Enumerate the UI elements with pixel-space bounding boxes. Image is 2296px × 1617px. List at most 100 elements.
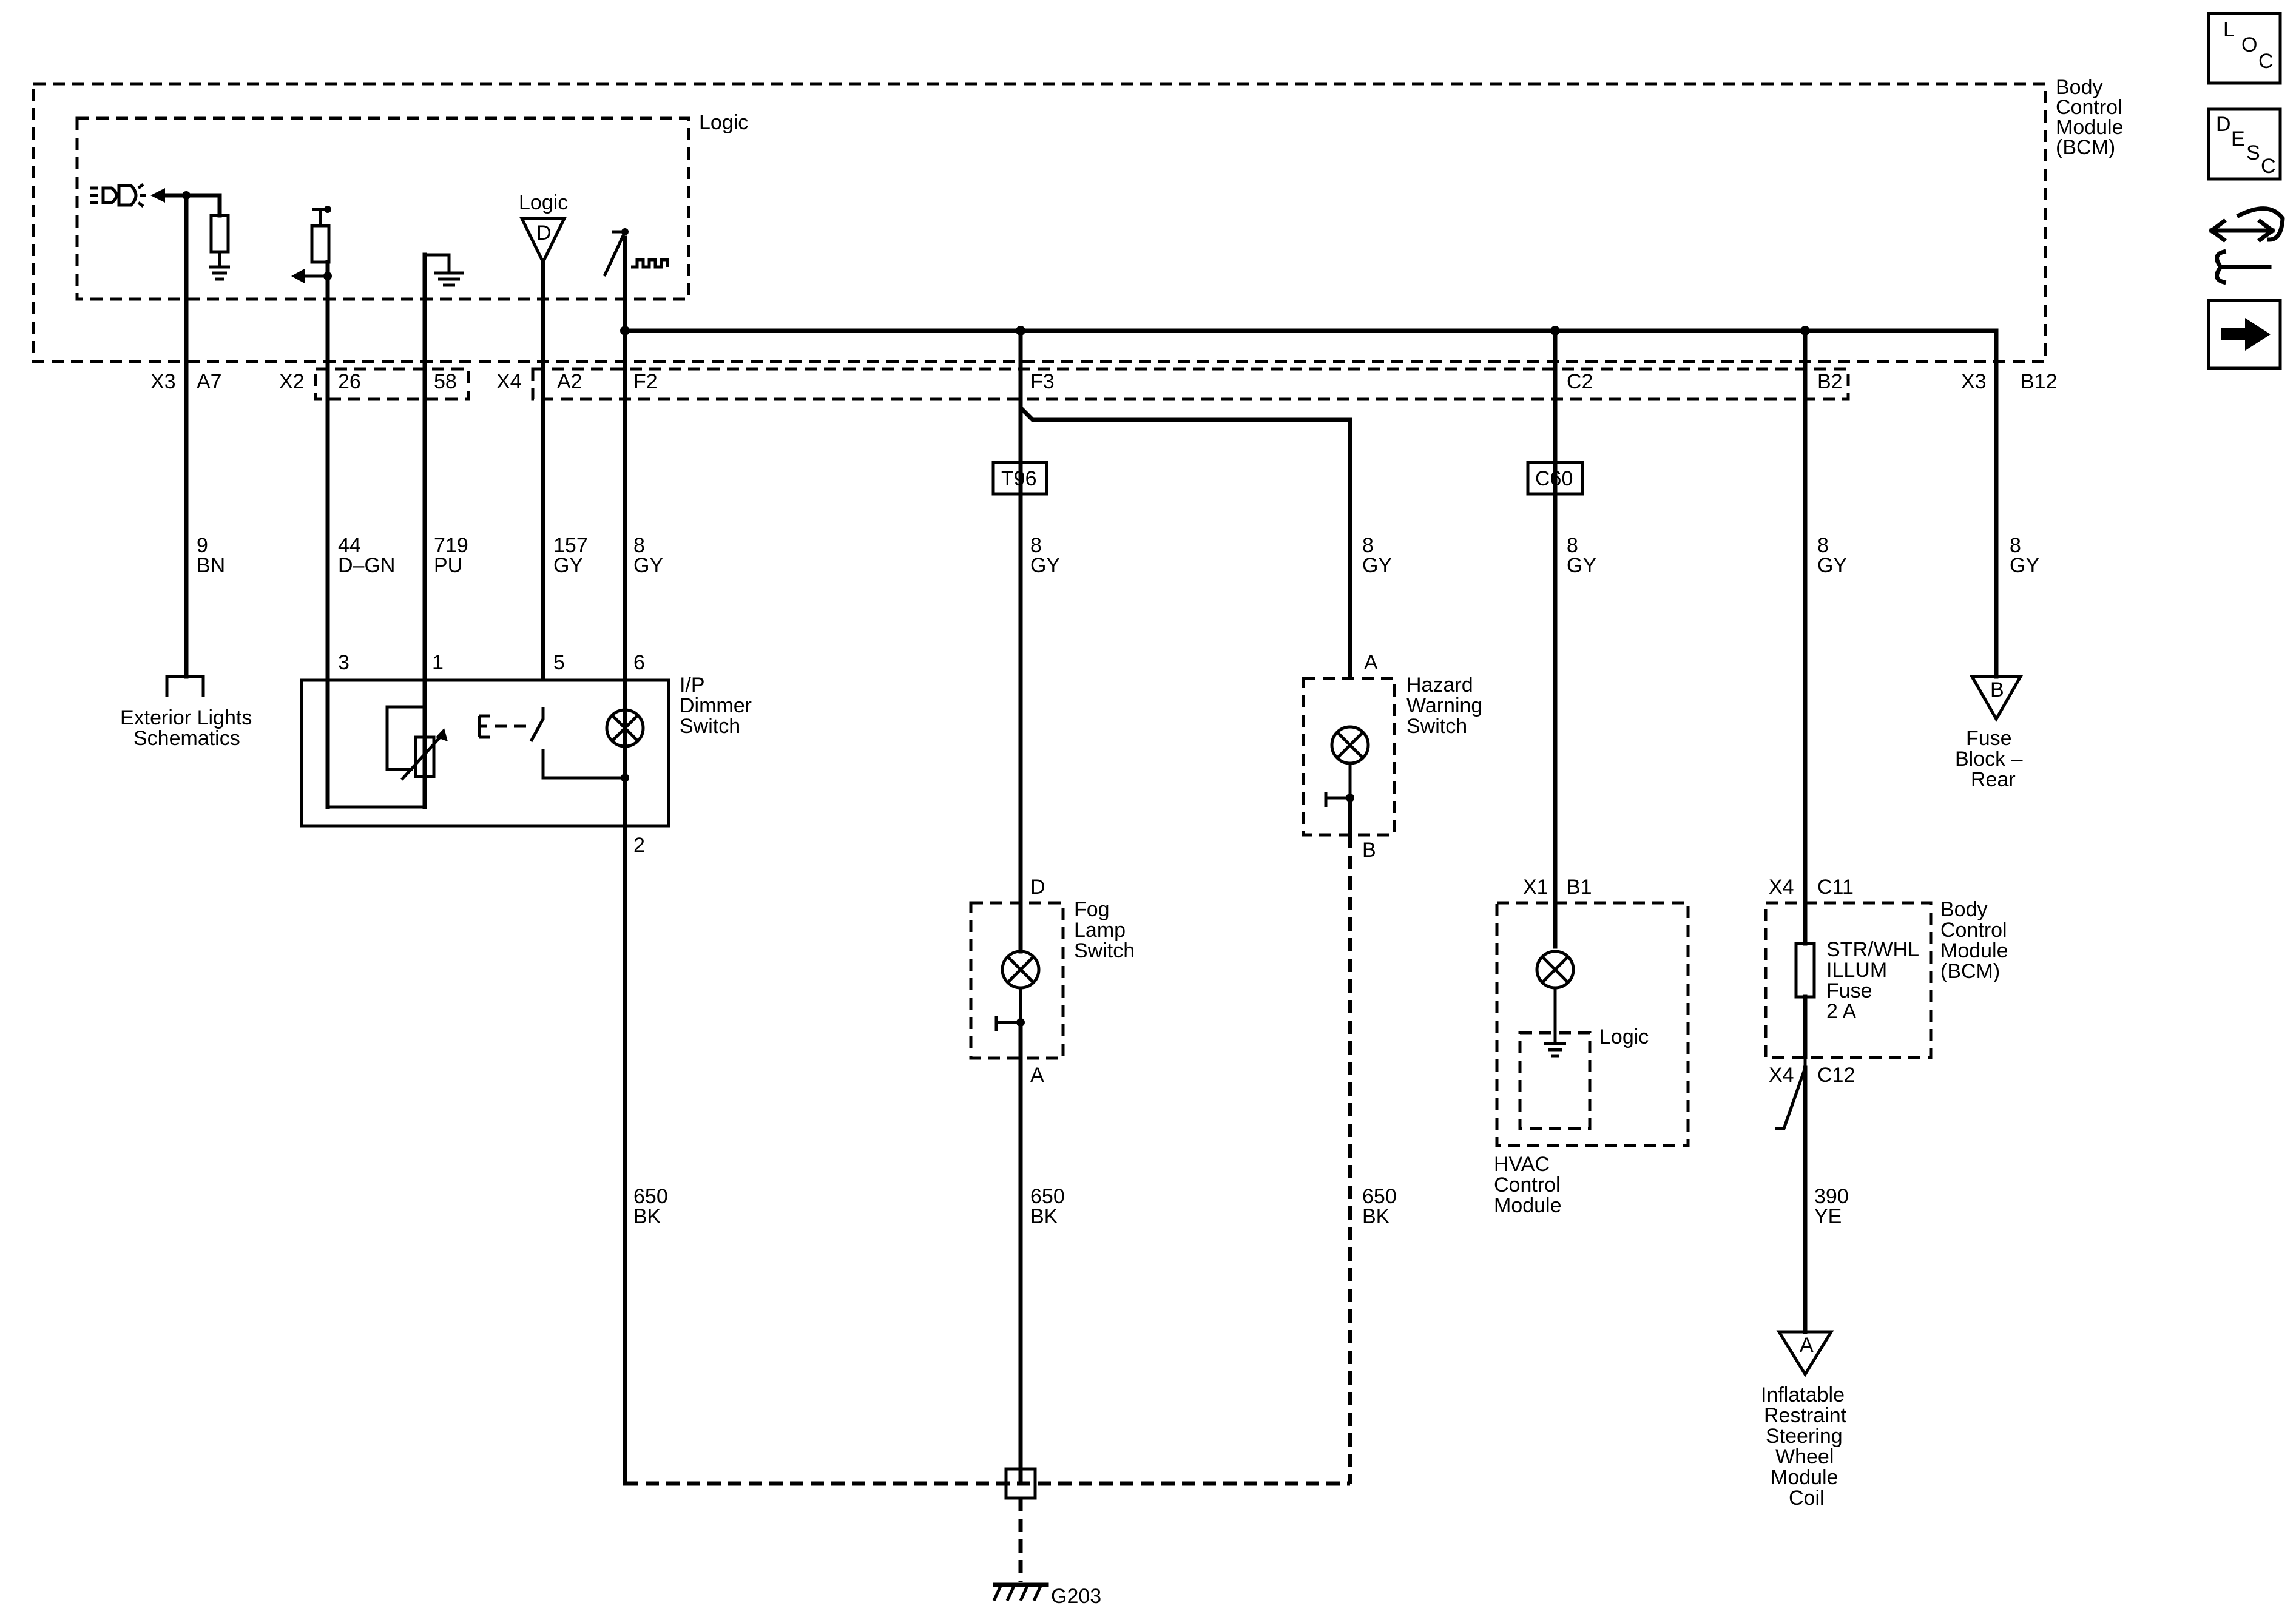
connector-x4-box <box>531 367 1850 401</box>
hvac-module-box <box>1495 901 1690 1147</box>
logic-d-label: Logic <box>519 191 568 214</box>
svg-text:Fuse: Fuse <box>1966 727 2012 750</box>
desc-letter-e: E <box>2231 127 2245 150</box>
ground-symbol <box>425 253 464 287</box>
svg-text:650: 650 <box>633 1185 668 1208</box>
svg-text:390: 390 <box>1814 1185 1849 1208</box>
next-button[interactable] <box>2207 299 2282 370</box>
svg-text:X3: X3 <box>1961 370 1987 393</box>
pullup-resistor <box>310 224 331 264</box>
hvac-label: HVAC Control Module <box>1494 1153 1562 1217</box>
loc-letter-c: C <box>2258 50 2274 73</box>
svg-text:1: 1 <box>432 651 444 674</box>
svg-text:157: 157 <box>553 534 588 557</box>
hazard-pin-b: B <box>1362 839 1376 862</box>
svg-text:8: 8 <box>1030 534 1042 557</box>
svg-text:GY: GY <box>1817 554 1847 577</box>
svg-text:PU: PU <box>434 554 462 577</box>
pwm-symbol <box>631 258 669 269</box>
output-arrow-icon <box>150 188 165 203</box>
ip-dimmer-switch-box <box>300 678 670 828</box>
loc-button[interactable]: L O C <box>2207 12 2282 85</box>
svg-text:Fog: Fog <box>1074 898 1110 921</box>
svg-text:2 A: 2 A <box>1826 1000 1856 1023</box>
svg-text:Body: Body <box>1940 898 1988 921</box>
fog-label: Fog Lamp Switch <box>1074 898 1135 962</box>
svg-text:8: 8 <box>1362 534 1374 557</box>
fog-lamp-icon <box>1001 950 1041 990</box>
svg-text:B12: B12 <box>2021 370 2058 393</box>
pulldown-resistor <box>209 214 230 254</box>
svg-text:X4: X4 <box>496 370 522 393</box>
bcm-module-box <box>32 82 2047 363</box>
svg-text:T96: T96 <box>1001 467 1037 490</box>
input-arrow-icon <box>291 269 305 283</box>
svg-text:Switch: Switch <box>1074 939 1135 962</box>
svg-text:Coil: Coil <box>1789 1487 1825 1510</box>
hvac-logic-box <box>1518 1031 1592 1130</box>
tools-icon[interactable] <box>2209 206 2285 285</box>
ext-lights-connector <box>165 675 205 697</box>
svg-text:Steering: Steering <box>1766 1425 1843 1448</box>
svg-text:Wheel: Wheel <box>1775 1445 1834 1468</box>
hvac-logic-label: Logic <box>1599 1025 1649 1048</box>
ground-symbol <box>209 252 230 281</box>
arrow-right-icon <box>2221 318 2271 351</box>
ground-symbol <box>1544 988 1566 1058</box>
svg-text:2: 2 <box>633 834 645 857</box>
bcm-fuse-box <box>1764 901 1933 1059</box>
dimmer-label: I/P Dimmer Switch <box>680 673 752 738</box>
svg-text:Body: Body <box>2056 76 2103 99</box>
fuse-label: STR/WHL ILLUM Fuse 2 A <box>1826 938 1919 1023</box>
hazard-label: Hazard Warning Switch <box>1406 673 1482 738</box>
svg-text:9: 9 <box>197 534 208 557</box>
bcm-output-switch <box>603 231 627 277</box>
svg-text:3: 3 <box>338 651 349 674</box>
fog-lamp-switch-box <box>969 901 1065 1060</box>
svg-text:Module: Module <box>1771 1466 1838 1489</box>
svg-text:X3: X3 <box>150 370 176 393</box>
loc-letter-l: L <box>2223 18 2235 41</box>
logic-label: Logic <box>699 111 748 134</box>
svg-text:Control: Control <box>1494 1173 1561 1197</box>
svg-text:A: A <box>1800 1334 1814 1357</box>
desc-button[interactable]: D E S C <box>2207 107 2282 181</box>
svg-text:(BCM): (BCM) <box>1940 960 2000 983</box>
desc-letter-s: S <box>2246 141 2260 164</box>
svg-text:719: 719 <box>434 534 468 557</box>
loc-letter-o: O <box>2241 33 2257 56</box>
svg-text:Switch: Switch <box>680 715 740 738</box>
svg-text:650: 650 <box>1362 1185 1397 1208</box>
svg-text:6: 6 <box>633 651 645 674</box>
hvac-lamp-icon <box>1535 950 1575 990</box>
headlamp-icon <box>90 183 146 208</box>
svg-text:8: 8 <box>633 534 645 557</box>
hazard-pin-a: A <box>1364 651 1378 674</box>
connector-labels: X3 A7 X2 26 58 X4 A2 F2 F3 C2 B2 X3 B12 <box>150 370 2058 393</box>
svg-text:A2: A2 <box>557 370 582 393</box>
svg-text:C60: C60 <box>1535 467 1573 490</box>
svg-text:650: 650 <box>1030 1185 1065 1208</box>
svg-text:B2: B2 <box>1817 370 1843 393</box>
svg-text:Switch: Switch <box>1406 715 1467 738</box>
rheostat-icon <box>328 705 448 809</box>
svg-text:(BCM): (BCM) <box>2056 136 2115 159</box>
svg-text:F2: F2 <box>633 370 658 393</box>
airbag-coil-terminal: A <box>1776 1330 1834 1377</box>
svg-text:B: B <box>1990 678 2004 701</box>
svg-text:GY: GY <box>553 554 583 577</box>
svg-text:Control: Control <box>2056 96 2122 119</box>
bcm2-pin-bottom: C12 <box>1817 1064 1855 1087</box>
svg-text:Module: Module <box>1494 1194 1562 1217</box>
logic-d-triangle <box>519 217 567 266</box>
svg-text:Fuse: Fuse <box>1826 979 1872 1002</box>
svg-text:HVAC: HVAC <box>1494 1153 1550 1176</box>
svg-text:8: 8 <box>1567 534 1578 557</box>
svg-text:BK: BK <box>1362 1205 1390 1228</box>
svg-text:Schematics: Schematics <box>133 727 240 750</box>
svg-text:GY: GY <box>1030 554 1060 577</box>
str-whl-illum-fuse <box>1794 942 1816 999</box>
svg-text:Module: Module <box>1940 939 2008 962</box>
hvac-connector-label: X1 <box>1523 876 1548 899</box>
